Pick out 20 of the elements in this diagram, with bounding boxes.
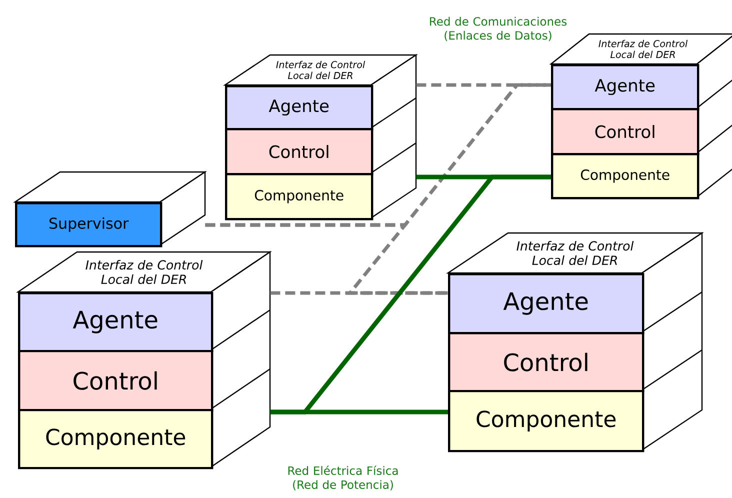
face-label: Interfaz de Control Local del DER <box>276 60 366 80</box>
face-label: Interfaz de Control Local del DER <box>516 240 634 266</box>
face-label: Interfaz de Control Local del DER <box>86 260 203 284</box>
layer-box: Control <box>18 350 214 412</box>
data-link <box>205 223 448 295</box>
layer-box: Control <box>225 128 374 176</box>
face-label: Interfaz de Control Local del DER <box>598 40 688 58</box>
layer-box: Componente <box>18 408 214 470</box>
network-label: Red de Comunicaciones (Enlaces de Datos) <box>430 16 567 42</box>
layer-box: Componente <box>551 153 700 200</box>
layer-box: Componente <box>225 173 374 220</box>
layer-box: Control <box>448 332 644 392</box>
layer-box: Agente <box>448 272 644 334</box>
layer-box: Componente <box>448 390 644 452</box>
power-line <box>270 174 551 414</box>
network-label: Red Eléctrica Física (Red de Potencia) <box>288 466 398 490</box>
layer-box: Agente <box>18 292 214 352</box>
layer-box: Control <box>551 108 700 156</box>
layer-box: Agente <box>225 85 374 130</box>
layer-box: Agente <box>551 64 700 110</box>
